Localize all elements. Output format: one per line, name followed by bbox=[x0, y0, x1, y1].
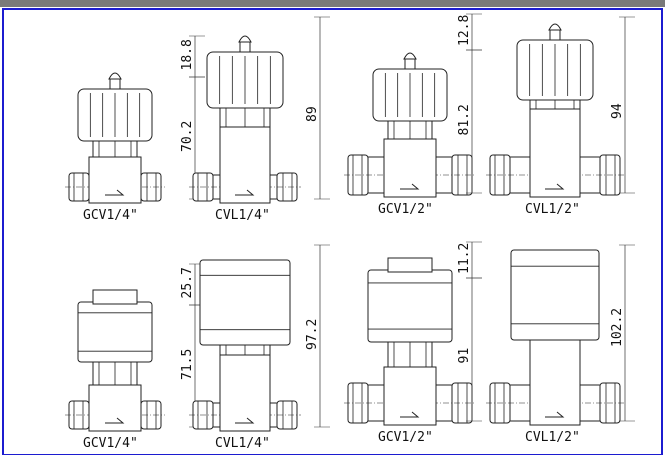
valve-body bbox=[88, 156, 142, 204]
stem bbox=[109, 78, 121, 90]
cvl-model-label: CVL1/2" bbox=[525, 202, 580, 217]
drawing-area: GCV1/4"18.870.2CVL1/4"89GCV1/2"12.881.2C… bbox=[65, 13, 635, 451]
cvl-valve: CVL1/4" 97.2 bbox=[189, 244, 330, 451]
actuator-cap bbox=[77, 301, 153, 363]
flow-arrow bbox=[545, 411, 565, 418]
actuator-cap bbox=[510, 249, 600, 341]
cvl-valve: CVL1/2" 102.2 bbox=[486, 244, 635, 445]
right-dim-label: 102.2 bbox=[610, 308, 625, 347]
flow-arrow bbox=[105, 189, 125, 196]
right-dim-label: 89 bbox=[305, 106, 320, 122]
valve-body bbox=[219, 352, 271, 432]
left-top-dim-label: 18.8 bbox=[180, 39, 195, 70]
gcv-model-label: GCV1/2" bbox=[378, 202, 433, 217]
valve-body bbox=[88, 384, 142, 432]
flow-arrow bbox=[105, 417, 125, 424]
valve-body bbox=[219, 124, 271, 204]
valve-body bbox=[383, 366, 437, 426]
left-body-dim-label: 70.2 bbox=[180, 121, 195, 152]
flow-arrow bbox=[235, 417, 255, 424]
flow-arrow bbox=[545, 183, 565, 190]
gcv-valve: GCV1/2" 11.2 91 bbox=[344, 241, 482, 445]
stem-tip bbox=[403, 52, 417, 60]
left-top-dim-label: 12.8 bbox=[457, 15, 472, 46]
stem-tip bbox=[108, 72, 122, 80]
left-top-dim-label: 11.2 bbox=[457, 243, 472, 274]
cap-top bbox=[387, 257, 433, 273]
stem bbox=[404, 58, 416, 70]
cvl-valve: CVL1/4" 89 bbox=[189, 16, 330, 223]
cvl-valve: CVL1/2" 94 bbox=[486, 16, 635, 217]
right-dim-label: 94 bbox=[610, 103, 625, 119]
cap-top bbox=[92, 289, 138, 305]
flow-arrow bbox=[400, 411, 420, 418]
gcv-valve: GCV1/4" 18.8 70.2 bbox=[65, 35, 205, 223]
stem-tip bbox=[548, 23, 562, 31]
left-body-dim-label: 91 bbox=[457, 348, 472, 364]
valve-body bbox=[529, 106, 581, 198]
valve-body bbox=[383, 138, 437, 198]
gcv-valve: GCV1/2" 12.8 81.2 bbox=[344, 13, 482, 217]
left-body-dim-label: 81.2 bbox=[457, 104, 472, 135]
actuator-cap bbox=[367, 269, 453, 343]
gcv-valve: GCV1/4" 25.7 71.5 bbox=[65, 263, 205, 451]
flow-arrow bbox=[235, 189, 255, 196]
stem bbox=[239, 41, 251, 53]
valve-body bbox=[529, 334, 581, 426]
cvl-model-label: CVL1/4" bbox=[215, 436, 270, 451]
gcv-model-label: GCV1/4" bbox=[83, 208, 138, 223]
right-dim-label: 97.2 bbox=[305, 319, 320, 350]
cvl-model-label: CVL1/2" bbox=[525, 430, 580, 445]
gcv-model-label: GCV1/2" bbox=[378, 430, 433, 445]
cvl-model-label: CVL1/4" bbox=[215, 208, 270, 223]
actuator-cap bbox=[199, 259, 291, 346]
gcv-model-label: GCV1/4" bbox=[83, 436, 138, 451]
stem-tip bbox=[238, 35, 252, 43]
left-top-dim-label: 25.7 bbox=[180, 267, 195, 298]
top-bar bbox=[0, 0, 665, 7]
stem bbox=[549, 29, 561, 41]
flow-arrow bbox=[400, 183, 420, 190]
left-body-dim-label: 71.5 bbox=[180, 349, 195, 380]
